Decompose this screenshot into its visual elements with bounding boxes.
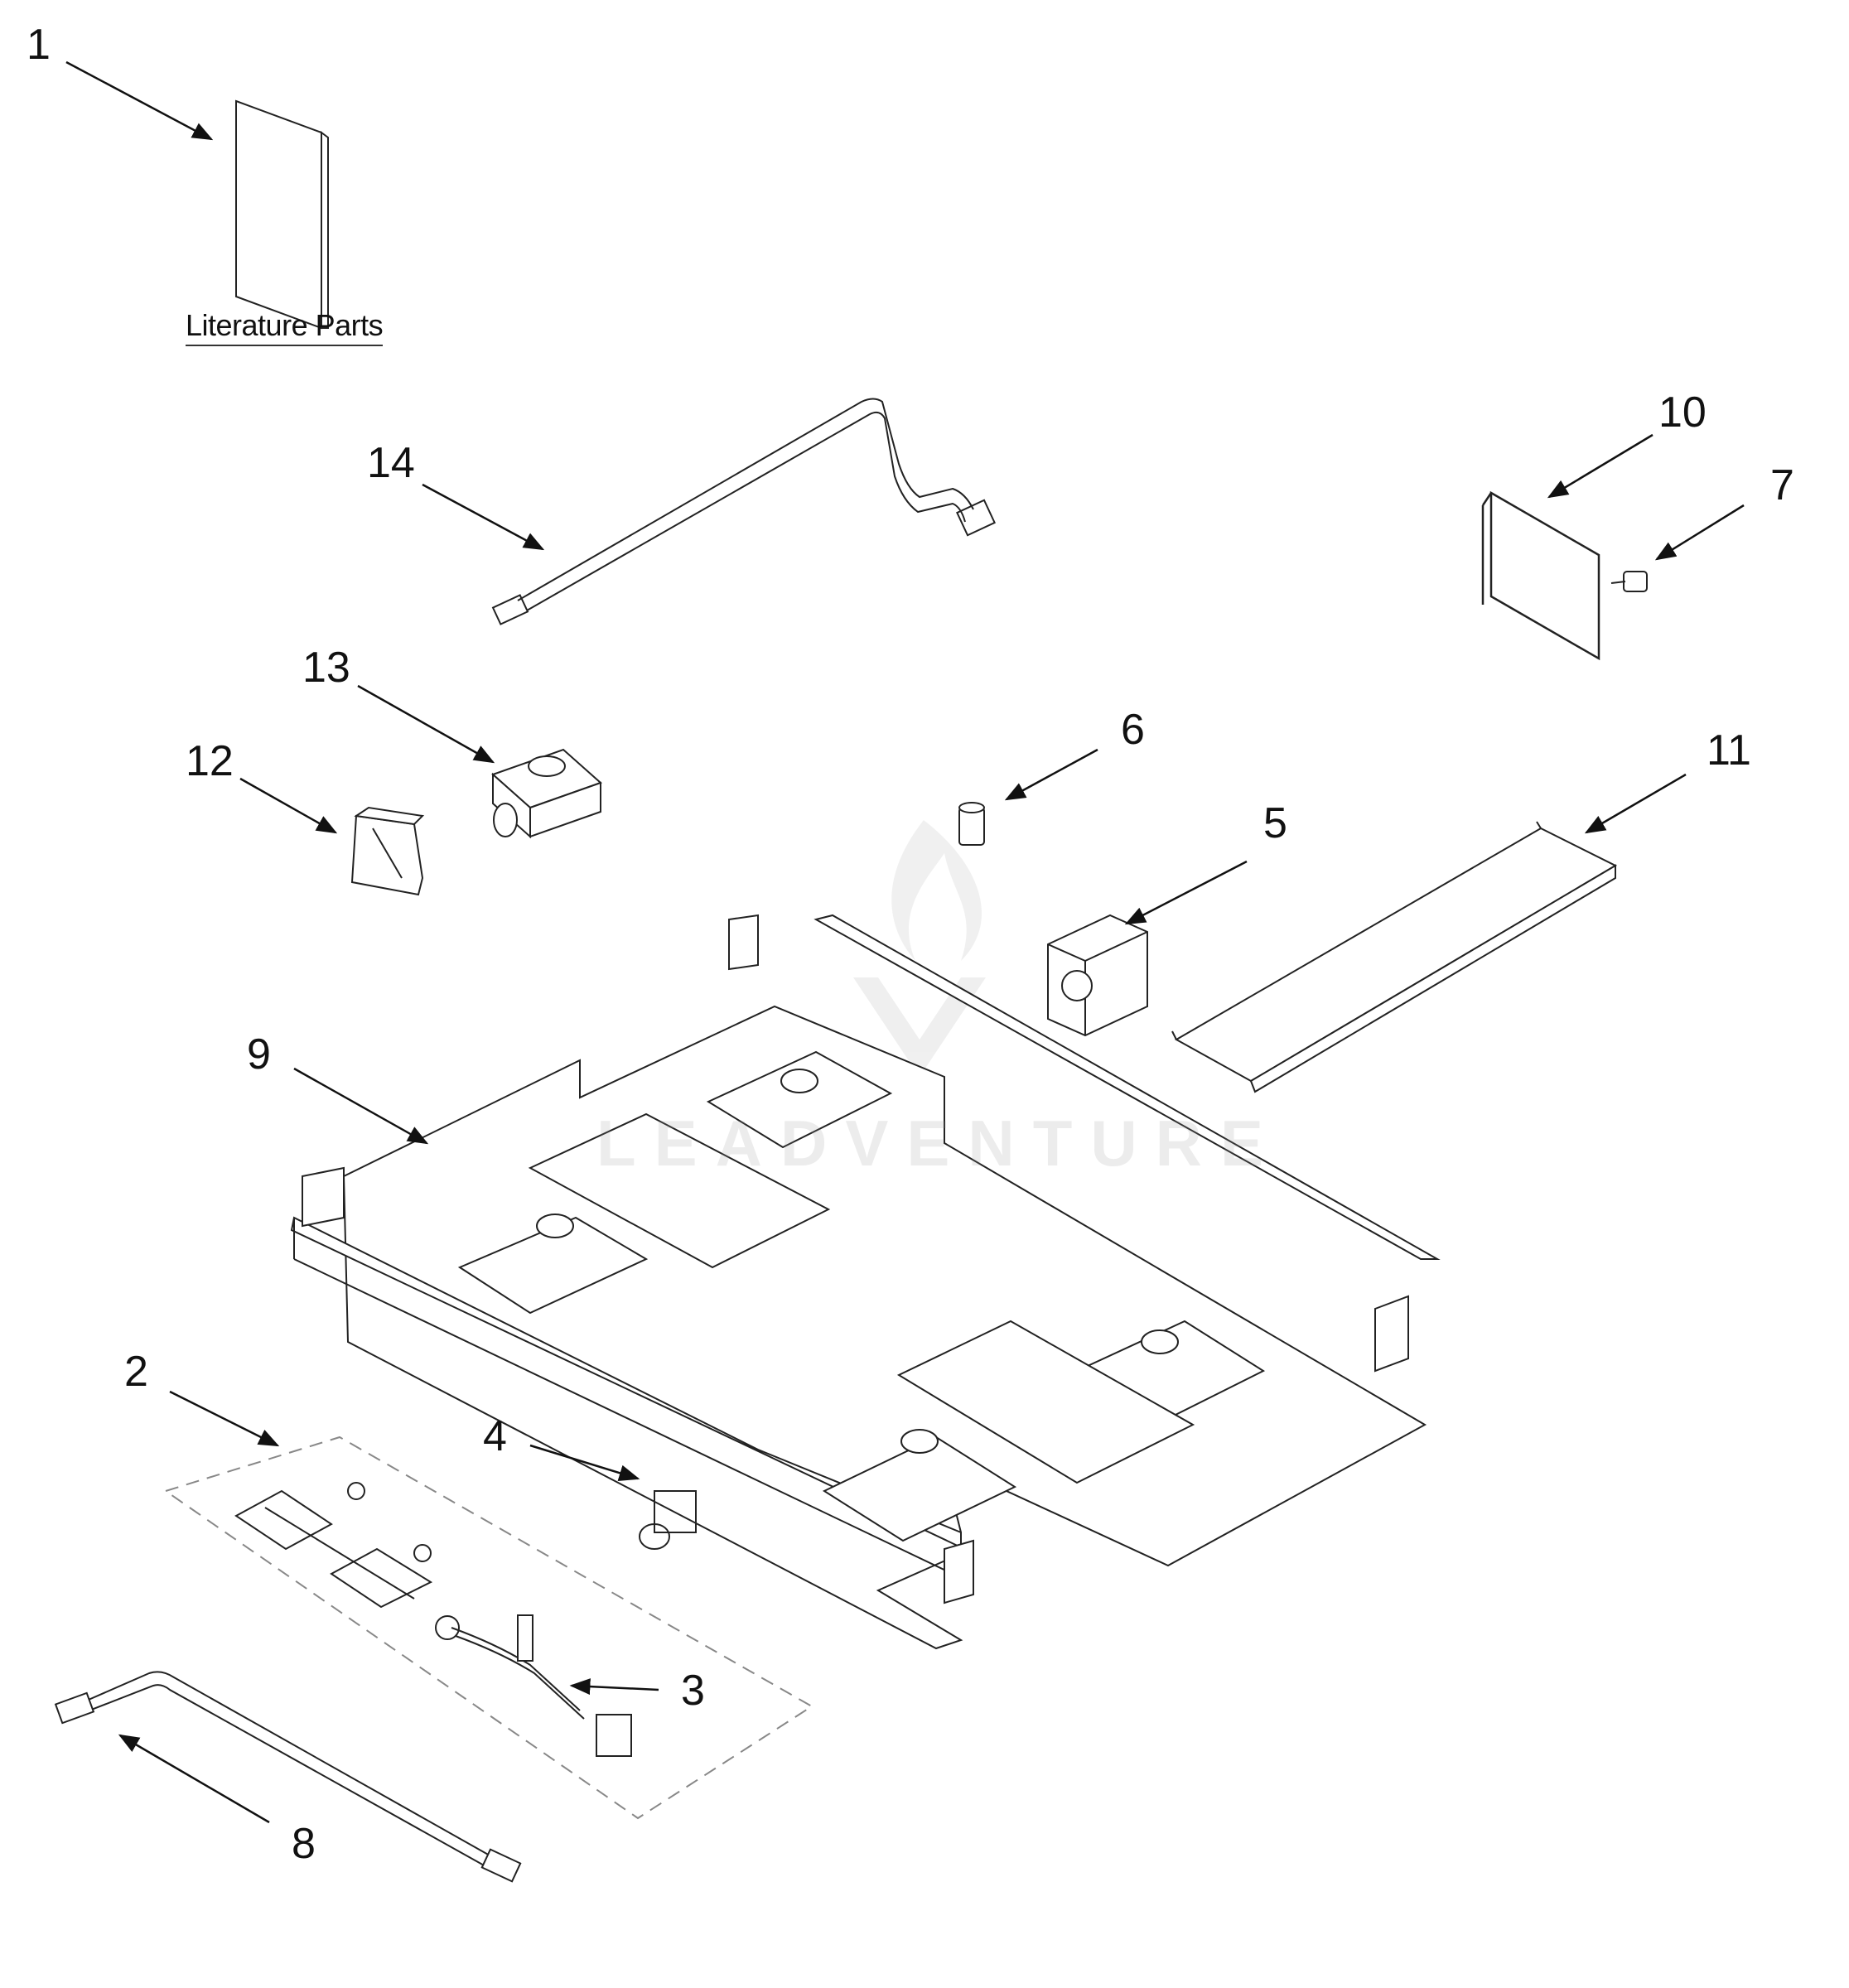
callout-12: 12 [186, 737, 234, 785]
leader-2 [169, 1390, 280, 1447]
bracket-panel [1481, 490, 1600, 661]
spark-module [1047, 914, 1148, 1037]
wire-harness [451, 1614, 632, 1757]
callout-6: 6 [1121, 706, 1145, 754]
burner-base-pan [290, 914, 1441, 1650]
gas-tube-upper [491, 398, 996, 625]
heat-shield [1171, 821, 1618, 1093]
valve-manifold [234, 1482, 460, 1640]
callout-7: 7 [1770, 461, 1794, 509]
valve-assembly-group [163, 1436, 813, 1820]
leader-14 [422, 483, 545, 551]
callout-14: 14 [367, 439, 415, 487]
callout-8: 8 [292, 1820, 316, 1868]
leader-8 [118, 1734, 270, 1824]
leader-1 [65, 60, 214, 141]
callout-13: 13 [302, 644, 350, 692]
leader-3 [569, 1678, 659, 1696]
watermark-text: LEADVENTURE [596, 1107, 1282, 1180]
watermark-logo [853, 820, 986, 1077]
leader-lines [65, 60, 1745, 1824]
leader-10 [1547, 433, 1653, 499]
leader-12 [239, 777, 338, 834]
callout-3: 3 [681, 1667, 705, 1715]
leader-4 [529, 1444, 640, 1481]
leader-5 [1124, 860, 1248, 925]
pressure-regulator [491, 748, 602, 839]
callout-2: 2 [124, 1348, 148, 1396]
leader-11 [1584, 773, 1687, 834]
leader-7 [1654, 504, 1745, 561]
literature-booklet [235, 99, 329, 330]
callout-5: 5 [1263, 799, 1287, 847]
orifice-fitting [958, 802, 985, 846]
literature-parts-label: Literature Parts [186, 308, 384, 346]
leader-9 [293, 1067, 429, 1145]
leader-13 [357, 684, 495, 764]
callout-9: 9 [247, 1030, 271, 1078]
leader-6 [1004, 748, 1098, 801]
support-bracket [350, 806, 425, 896]
callout-11: 11 [1707, 726, 1751, 774]
gas-tube-lower [54, 1671, 522, 1883]
callout-4: 4 [483, 1412, 507, 1460]
callout-10: 10 [1658, 388, 1707, 437]
callout-1: 1 [27, 21, 51, 69]
screw [1610, 571, 1648, 592]
